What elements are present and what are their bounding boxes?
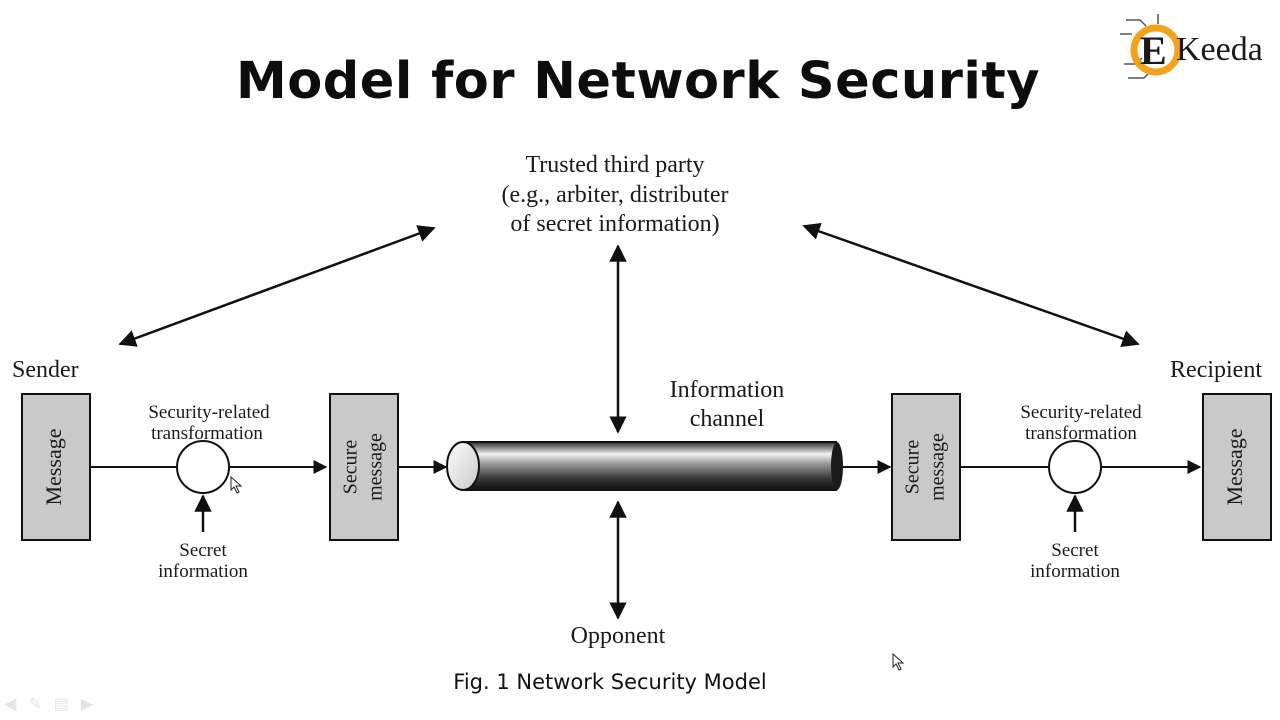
channel-label-line2: channel	[690, 406, 765, 432]
left-arrow-icon[interactable]: ◀	[4, 696, 17, 713]
sender-message-box	[21, 393, 91, 541]
mouse-cursor-icon	[892, 653, 905, 671]
logo-letter: E	[1140, 28, 1167, 73]
recipient-secret-line2: information	[1030, 561, 1120, 582]
recipient-transform-line1: Security-related	[1020, 402, 1142, 423]
sender-message-label: Message	[41, 429, 66, 506]
sender-transform-line1: Security-related	[148, 402, 270, 423]
network-security-diagram: Trusted third party (e.g., arbiter, dist…	[12, 152, 1272, 649]
sender-transform-line2: transformation	[151, 423, 263, 444]
recipient-message-box	[1202, 393, 1272, 541]
recipient-message-label: Message	[1222, 429, 1247, 506]
information-channel-pipe	[446, 441, 843, 491]
recipient-trusted-arrow	[802, 222, 1140, 348]
recipient-secure-message-box	[891, 393, 961, 541]
recipient-label: Recipient	[1170, 357, 1262, 383]
sender-transform-circle	[176, 440, 230, 494]
sender-trusted-arrow	[118, 225, 436, 347]
channel-label-line1: Information	[670, 377, 785, 403]
sender-label: Sender	[12, 357, 79, 383]
trusted-party-line3: of secret information)	[510, 211, 719, 237]
logo-text: Keeda	[1176, 31, 1263, 68]
opponent-label: Opponent	[571, 623, 666, 649]
sender-secure-line2: message	[365, 433, 387, 501]
sender-secret-line2: information	[158, 561, 248, 582]
recipient-secret-line1: Secret	[1051, 540, 1099, 561]
sender-secure-line1: Secure	[340, 440, 362, 495]
menu-icon[interactable]: ▤	[53, 696, 69, 713]
recipient-transform-line2: transformation	[1025, 423, 1137, 444]
right-arrow-icon[interactable]: ▶	[80, 696, 94, 713]
recipient-secure-line2: message	[927, 433, 949, 501]
sender-secret-line1: Secret	[179, 540, 227, 561]
recipient-transform-circle	[1048, 440, 1102, 494]
page-title: Model for Network Security	[236, 52, 1040, 111]
ekeeda-logo: E Keeda	[1120, 14, 1263, 79]
trusted-party-line2: (e.g., arbiter, distributer	[502, 182, 729, 208]
mouse-cursor-icon	[230, 476, 243, 494]
figure-caption: Fig. 1 Network Security Model	[453, 670, 767, 694]
slideshow-nav: ◀ ✎ ▤ ▶	[4, 694, 93, 714]
recipient-secure-line1: Secure	[902, 440, 924, 495]
trusted-party-line1: Trusted third party	[525, 152, 704, 178]
pen-icon[interactable]: ✎	[28, 696, 42, 713]
logo-ring	[1130, 24, 1182, 76]
sender-secure-message-box	[329, 393, 399, 541]
